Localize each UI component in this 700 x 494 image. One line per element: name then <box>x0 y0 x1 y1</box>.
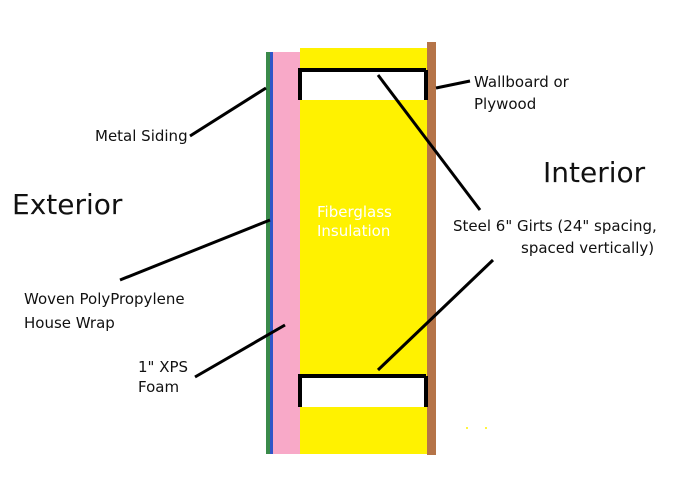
bottom-steel-girt <box>300 376 426 407</box>
girts-label-line2: spaced vertically) <box>521 239 655 257</box>
top-steel-girt <box>300 70 426 100</box>
insulation-label-line1: Fiberglass <box>317 203 392 221</box>
xps-foam-label-line2: Foam <box>138 378 180 396</box>
speck <box>485 427 487 429</box>
metal-siding-layer <box>266 52 270 454</box>
xps-foam-layer <box>273 52 300 454</box>
wallboard-label-line2: Plywood <box>474 95 537 113</box>
house-wrap-label-line2: House Wrap <box>24 314 115 332</box>
leader-girt-bottom <box>376 258 495 372</box>
leader-wallboard <box>435 79 471 90</box>
leader-girt-top <box>376 74 482 211</box>
leader-house-wrap <box>119 218 271 282</box>
house-wrap-layer <box>270 52 273 454</box>
interior-label: Interior <box>543 156 646 189</box>
bottom-steel-girt-outline <box>298 374 428 407</box>
top-steel-girt-outline <box>298 68 428 100</box>
metal-siding-label: Metal Siding <box>95 127 188 145</box>
leader-metal-siding <box>189 86 267 138</box>
girts-label-line1: Steel 6" Girts (24" spacing, <box>453 217 657 235</box>
leader-xps-foam <box>194 323 286 379</box>
wallboard-label-line1: Wallboard or <box>474 73 569 91</box>
speck <box>466 427 468 429</box>
house-wrap-label-line1: Woven PolyPropylene <box>24 290 185 308</box>
exterior-label: Exterior <box>12 188 123 221</box>
xps-foam-label-line1: 1" XPS <box>138 358 189 376</box>
wallboard-layer <box>427 42 436 455</box>
insulation-label-line2: Insulation <box>317 222 391 240</box>
